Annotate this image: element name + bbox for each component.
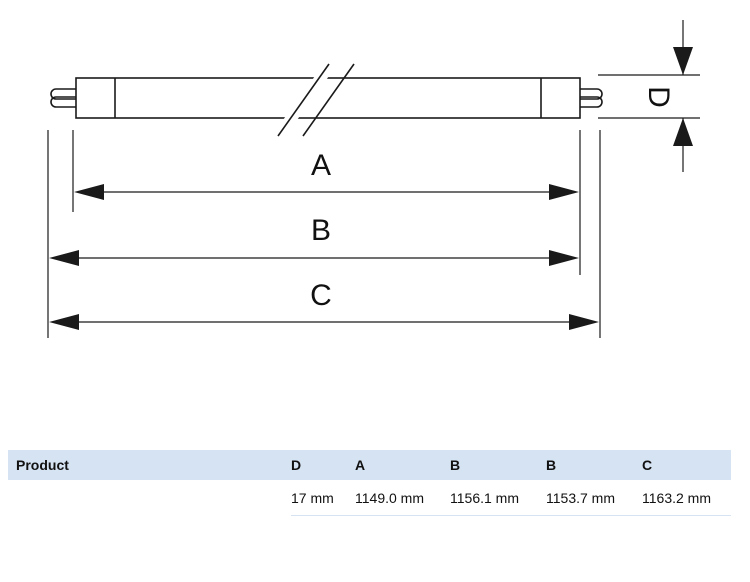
dimension-c — [49, 314, 599, 330]
dimension-label-a: A — [311, 149, 331, 182]
dimension-table: Product D A B B C 17 mm 1149.0 mm 1156.1… — [8, 450, 731, 516]
right-pin-upper — [580, 88, 603, 100]
left-pin-lower — [50, 96, 76, 108]
right-pin-lower — [580, 96, 603, 108]
dimension-label-b: B — [311, 214, 331, 247]
cell-b-2: 1153.7 mm — [546, 490, 615, 506]
header-b-2: B — [546, 457, 557, 473]
dimension-b — [49, 250, 579, 266]
left-pin-upper — [50, 88, 76, 100]
table-header-row: Product D A B B C — [8, 450, 731, 480]
tube-body — [75, 77, 581, 119]
header-b-1: B — [450, 457, 461, 473]
dimension-a — [74, 184, 579, 200]
cell-d: 17 mm — [291, 490, 334, 506]
cell-a: 1149.0 mm — [355, 490, 424, 506]
header-d: D — [291, 457, 302, 473]
table-row: 17 mm 1149.0 mm 1156.1 mm 1153.7 mm 1163… — [8, 480, 731, 516]
dimension-label-d: D — [642, 86, 675, 108]
header-c: C — [642, 457, 653, 473]
header-product: Product — [16, 457, 69, 473]
lamp-dimension-drawing: A B C D — [47, 20, 700, 338]
header-a: A — [355, 457, 366, 473]
cell-c: 1163.2 mm — [642, 490, 711, 506]
cell-b-1: 1156.1 mm — [450, 490, 519, 506]
break-marks — [277, 63, 355, 137]
dimension-d-arrows — [673, 47, 693, 146]
row-divider — [291, 515, 731, 516]
dimension-label-c: C — [310, 279, 332, 312]
